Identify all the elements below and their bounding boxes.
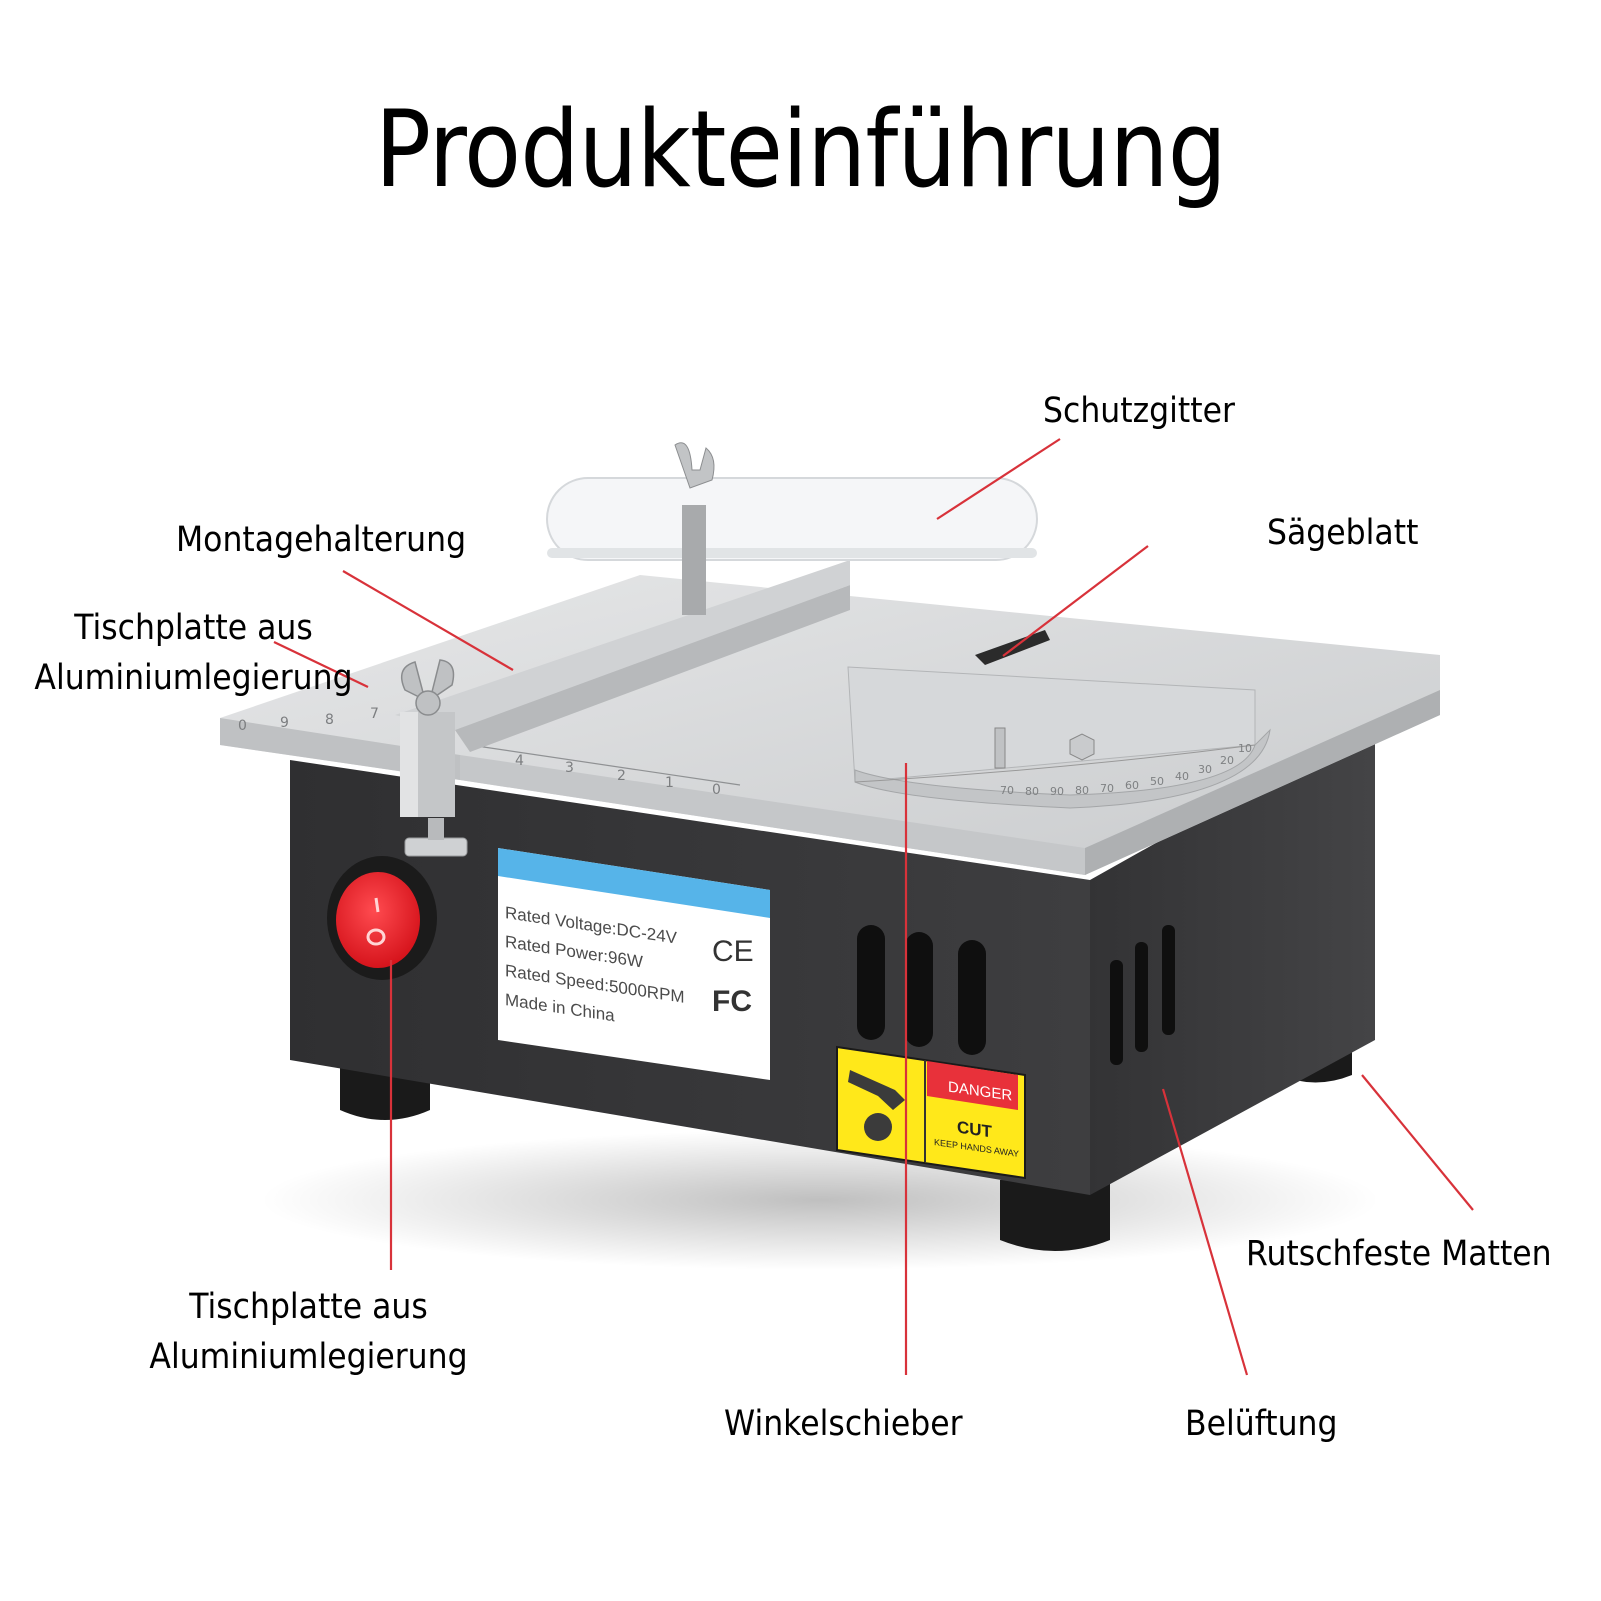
miter-gauge: 70 80 90 80 70 60 50 40 30 20 10: [847, 666, 1271, 809]
protractor-70b: 70: [1100, 782, 1114, 795]
floor-shadow: [260, 1130, 1380, 1270]
protractor-20: 20: [1220, 754, 1234, 767]
ruler-front-3: 3: [565, 760, 574, 776]
protractor-30: 30: [1198, 763, 1212, 776]
ruler-left-9: 9: [280, 715, 289, 731]
label-schutzgitter: Schutzgitter: [1043, 391, 1235, 431]
label-montagehalterung: Montagehalterung: [176, 520, 467, 560]
protractor-40: 40: [1175, 770, 1189, 783]
power-switch[interactable]: [327, 856, 437, 980]
protractor-60: 60: [1125, 779, 1139, 792]
label-tischplatte-top-line1: Tischplatte aus: [74, 608, 313, 648]
switch-off-symbol: [366, 928, 386, 946]
label-tischplatte-top: Tischplatte aus Aluminiumlegierung: [18, 603, 369, 703]
protractor-90: 90: [1050, 785, 1064, 798]
label-winkelschieber: Winkelschieber: [724, 1404, 963, 1444]
fc-mark: FC: [712, 985, 752, 1018]
ce-mark: CE: [712, 935, 754, 968]
ruler-left-7: 7: [370, 706, 379, 722]
switch-on-symbol: [374, 897, 380, 913]
ruler-front-4: 4: [515, 753, 524, 769]
label-saegeblatt: Sägeblatt: [1267, 513, 1419, 553]
ruler-left-8: 8: [325, 712, 334, 728]
fence-bar: [395, 560, 850, 730]
label-tischplatte-bottom-line2: Aluminiumlegierung: [149, 1337, 468, 1377]
protractor-10: 10: [1238, 742, 1252, 755]
warning-label: [836, 1045, 1026, 1180]
label-tischplatte-top-line2: Aluminiumlegierung: [34, 658, 353, 698]
ruler-left-0: 0: [238, 718, 247, 734]
rating-label: [498, 848, 770, 1080]
label-belueftung: Belüftung: [1185, 1404, 1338, 1444]
label-rutschfeste-matten: Rutschfeste Matten: [1246, 1234, 1552, 1274]
housing-side: [1090, 720, 1375, 1195]
protractor-70: 70: [1000, 784, 1014, 797]
protractor-80b: 80: [1075, 784, 1089, 797]
knurled-knob: [404, 837, 468, 857]
protractor-80: 80: [1025, 785, 1039, 798]
page-title: Produkteinführung: [374, 88, 1227, 211]
ruler-front-2: 2: [617, 768, 626, 784]
front-vents: [857, 925, 986, 1055]
blade-guard: [546, 442, 1038, 615]
ruler-front-1: 1: [665, 775, 674, 791]
side-vents: [1110, 925, 1175, 1065]
ruler-front-0: 0: [712, 782, 721, 798]
label-tischplatte-bottom: Tischplatte aus Aluminiumlegierung: [133, 1282, 484, 1382]
label-tischplatte-bottom-line1: Tischplatte aus: [189, 1287, 428, 1327]
protractor-50: 50: [1150, 775, 1164, 788]
front-ruler: [469, 744, 741, 786]
